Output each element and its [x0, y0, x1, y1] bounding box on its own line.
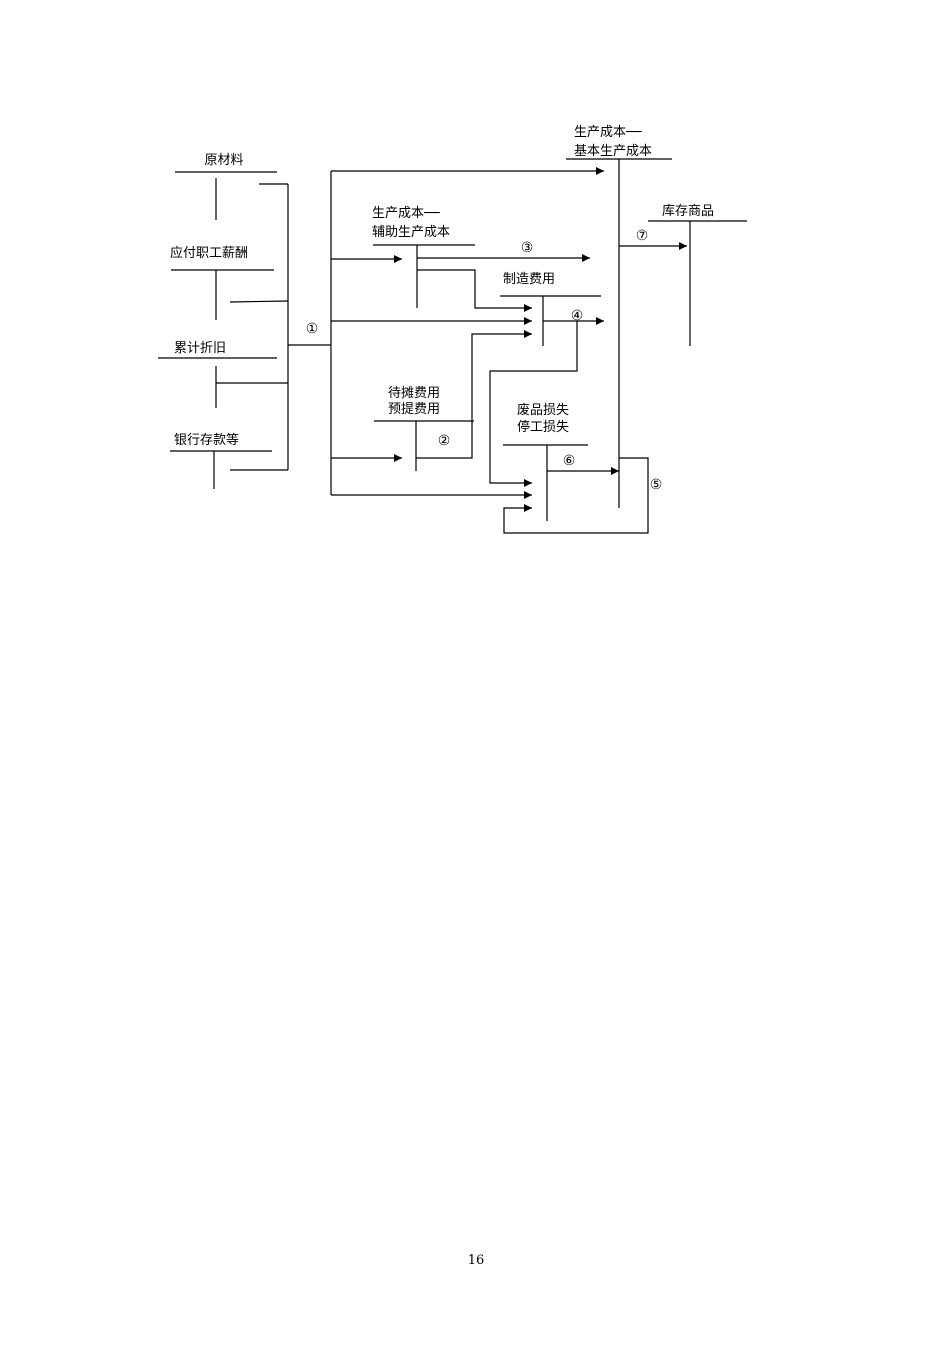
step-marker-6: ⑥: [563, 453, 576, 469]
source-collector-lines: [216, 183, 331, 471]
step-marker-1: ①: [306, 321, 319, 337]
t-account-depreciation: [158, 357, 277, 408]
label-aux-production-2: 辅助生产成本: [372, 225, 450, 240]
label-inventory: 库存商品: [662, 203, 714, 219]
t-account-bank-deposit: [170, 450, 272, 489]
label-deferred-2: 预提费用: [388, 401, 440, 417]
label-overhead: 制造费用: [503, 272, 555, 287]
t-account-raw-materials: [175, 171, 277, 220]
t-account-basic-production: [566, 158, 687, 508]
page-number: 16: [468, 1253, 485, 1268]
step-marker-4: ④: [571, 308, 584, 324]
t-account-payroll: [171, 269, 274, 320]
step-marker-2: ②: [438, 433, 451, 449]
label-payroll: 应付职工薪酬: [170, 245, 248, 261]
label-raw-materials: 原材料: [204, 153, 243, 168]
step-marker-5: ⑤: [650, 477, 663, 493]
t-account-deferred: [374, 330, 532, 471]
t-account-loss: [503, 444, 649, 534]
step-marker-7: ⑦: [636, 228, 649, 244]
label-loss-2: 停工损失: [517, 419, 569, 435]
label-depreciation: 累计折旧: [174, 341, 226, 356]
t-account-aux-production: [373, 244, 590, 312]
distribution-bus: [330, 167, 604, 499]
label-bank-deposit: 银行存款等: [174, 432, 239, 448]
t-account-inventory: [648, 220, 747, 346]
label-basic-production-2: 基本生产成本: [574, 144, 652, 159]
label-aux-production-1: 生产成本──: [372, 206, 440, 221]
step-marker-3: ③: [521, 240, 534, 256]
label-deferred-1: 待摊费用: [388, 386, 440, 401]
label-basic-production-1: 生产成本──: [574, 125, 642, 140]
t-account-overhead: [489, 295, 604, 487]
label-loss-1: 废品损失: [517, 402, 569, 418]
